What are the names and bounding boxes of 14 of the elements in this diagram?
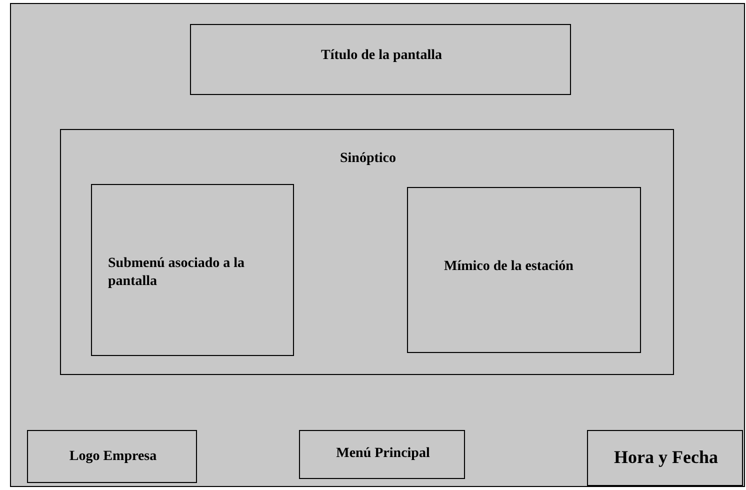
section-heading: Sinóptico [338, 150, 397, 168]
panel-box [91, 184, 294, 356]
area-label: Título de la pantalla [320, 47, 443, 64]
area-label: Logo Empresa [68, 448, 158, 466]
panel-box [407, 187, 641, 353]
screen-area-box [190, 24, 571, 95]
screen-area-box [27, 430, 197, 483]
screen-area-box [587, 430, 743, 486]
screen-area-box [299, 430, 465, 479]
area-label: Hora y Fecha [613, 446, 719, 468]
area-label: Menú Principal [335, 445, 431, 462]
area-label: Mímico de la estación [444, 258, 574, 276]
screen-area-box [60, 129, 674, 375]
area-label: Submenú asociado a la pantalla [108, 255, 246, 290]
